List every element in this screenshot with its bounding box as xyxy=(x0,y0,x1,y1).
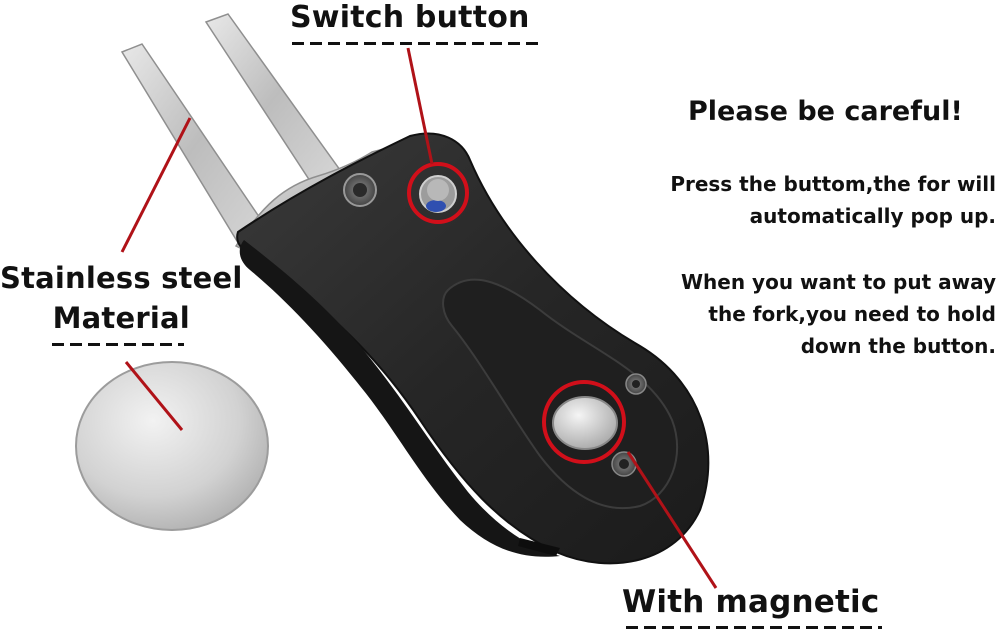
leader-line-magnetic xyxy=(626,451,718,589)
ball-marker-coin xyxy=(75,361,269,531)
highlight-circle-switch xyxy=(407,162,469,224)
callout-switch-underline xyxy=(292,42,538,45)
callout-magnetic-underline xyxy=(626,626,882,629)
leader-line-material xyxy=(124,361,184,431)
callout-stainless-line2: Material xyxy=(52,301,190,335)
callout-material-underline xyxy=(52,343,184,346)
black-handle-body xyxy=(236,132,710,565)
callout-magnetic: With magnetic xyxy=(622,584,880,620)
note-press-button: Press the buttom,the for will automatica… xyxy=(670,168,996,232)
note-press-line2: automatically pop up. xyxy=(749,204,996,228)
magnet-disc xyxy=(552,396,618,450)
note-putaway-line2: the fork,you need to hold xyxy=(708,302,996,326)
note-putaway-line3: down the button. xyxy=(800,334,996,358)
callout-switch-button: Switch button xyxy=(290,0,530,35)
leader-line-switch xyxy=(406,47,434,165)
warning-title: Please be careful! xyxy=(688,96,963,127)
note-press-line1: Press the buttom,the for will xyxy=(670,172,996,196)
leader-line-stainless xyxy=(120,117,192,253)
screw-lower-right xyxy=(625,373,647,395)
callout-stainless-line1: Stainless steel xyxy=(0,261,243,295)
screw-bottom xyxy=(611,451,637,477)
screw-top xyxy=(343,173,377,207)
switch-button xyxy=(419,175,457,213)
callout-stainless-material: Stainless steel Material xyxy=(0,258,243,338)
note-putaway-line1: When you want to put away xyxy=(680,270,996,294)
note-put-away-fork: When you want to put away the fork,you n… xyxy=(681,266,996,362)
highlight-circle-magnet xyxy=(542,380,626,464)
